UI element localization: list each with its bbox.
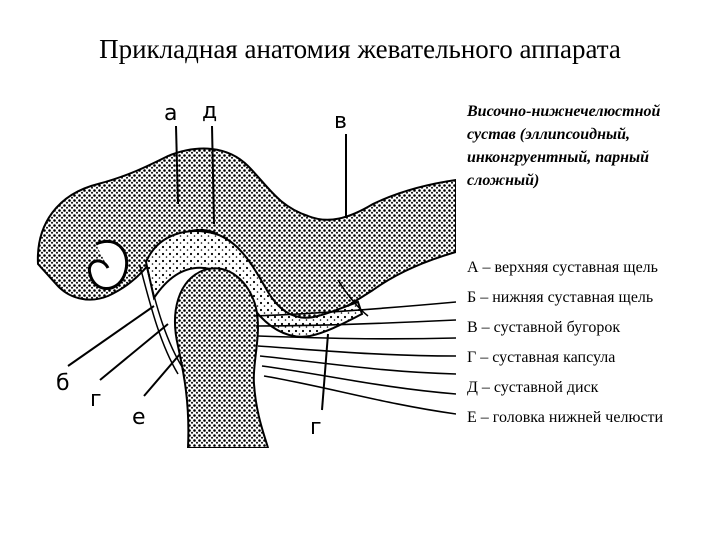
- joint-description: Височно-нижнечелюстной сустав (эллипсоид…: [467, 103, 661, 189]
- legend-item: Е – головка нижней челюсти: [467, 409, 664, 426]
- label-b: б: [56, 371, 70, 396]
- label-a: а: [164, 101, 177, 126]
- label-v: в: [334, 109, 347, 134]
- label-e: е: [132, 405, 146, 430]
- ear-canal: [87, 239, 129, 290]
- legend-item: А – верхняя суставная щель: [467, 259, 658, 276]
- tmj-anatomy-illustration: а д в б г е г: [28, 84, 456, 448]
- pterygoid-muscle: [253, 301, 456, 415]
- mandibular-condyle: [174, 267, 270, 448]
- label-g-capsule: г: [90, 387, 102, 412]
- legend-item: Б – нижняя суставная щель: [467, 289, 654, 306]
- label-g-lower: г: [310, 415, 322, 440]
- legend-item: В – суставной бугорок: [467, 319, 621, 336]
- leader-lines: [67, 125, 347, 411]
- legend-item: Д – суставной диск: [467, 379, 599, 396]
- legend-item: Г – суставная капсула: [467, 349, 616, 366]
- legend-list: А – верхняя суставная щель Б – нижняя су…: [467, 256, 712, 436]
- label-d: д: [202, 99, 217, 124]
- slide-title: Прикладная анатомия жевательного аппарат…: [99, 34, 621, 64]
